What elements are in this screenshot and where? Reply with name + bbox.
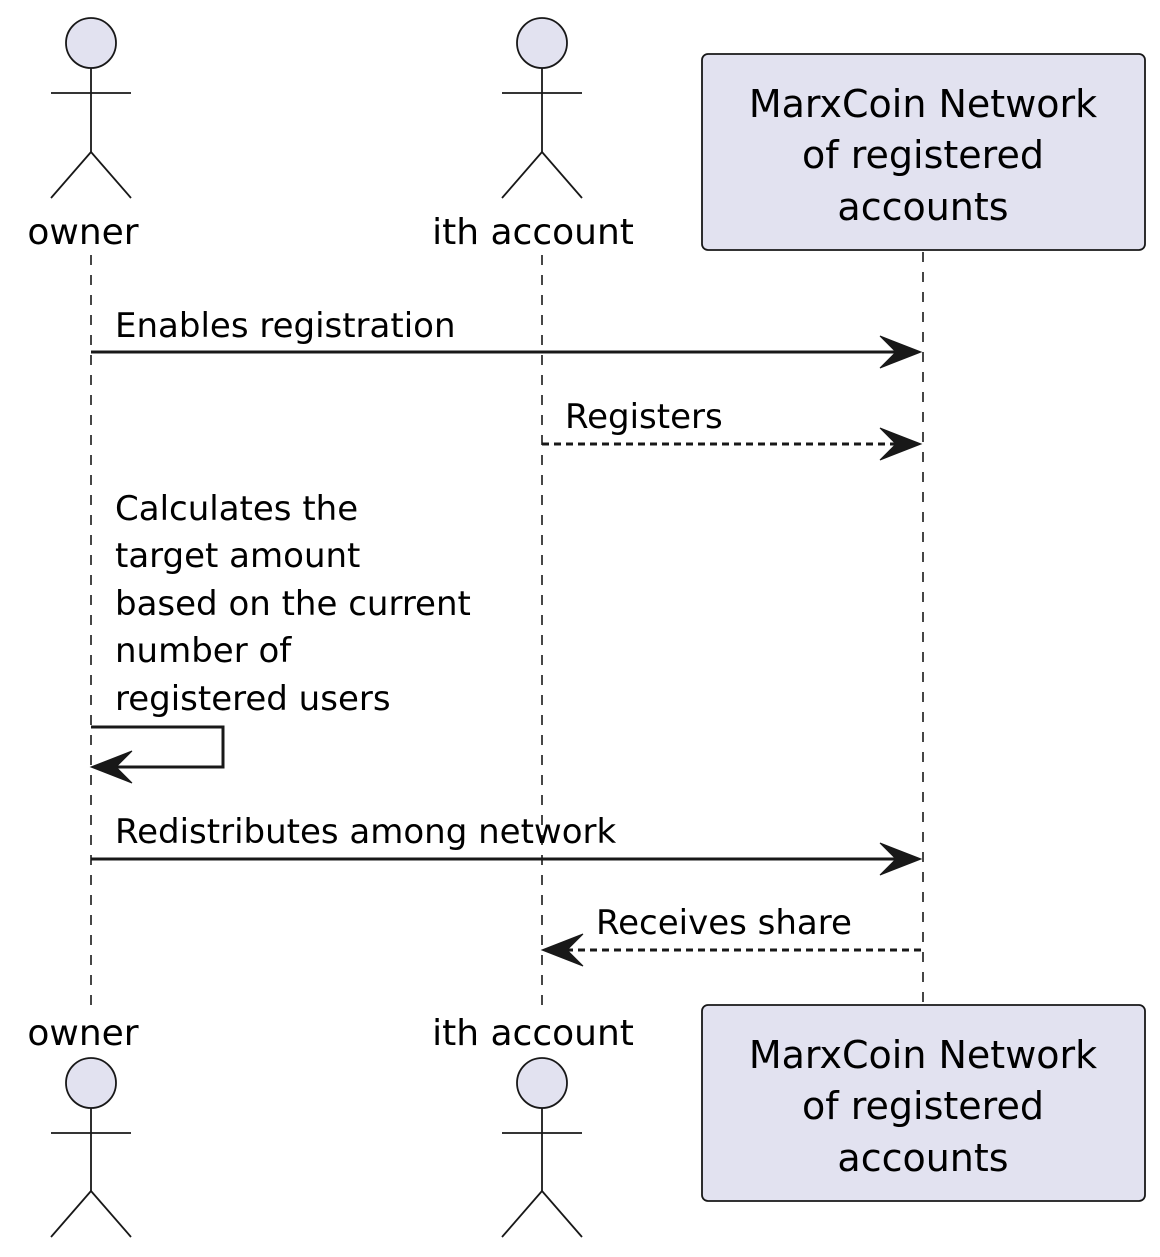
message-registers: Registers <box>542 397 923 461</box>
owner-actor-top: owner <box>27 17 139 253</box>
owner-head-icon <box>65 1057 117 1109</box>
owner-head-icon <box>65 17 117 69</box>
owner-label-top: owner <box>27 212 138 253</box>
message-label: Enables registration <box>115 306 456 346</box>
ith-account-label-bottom: ith account <box>432 1013 634 1054</box>
message-calculates-target: Calculates the target amount based on th… <box>89 489 471 784</box>
network-participant-bottom: MarxCoin Network of registered accounts <box>701 1004 1146 1202</box>
ith-account-actor-top: ith account <box>432 17 634 253</box>
ith-account-head-icon <box>516 17 568 69</box>
arrowhead-icon <box>540 933 584 967</box>
message-label-line-1: Calculates the <box>115 489 358 529</box>
message-label-line-5: registered users <box>115 679 391 719</box>
network-participant-top: MarxCoin Network of registered accounts <box>701 53 1146 251</box>
message-label: Receives share <box>596 903 852 943</box>
ith-account-head-icon <box>516 1057 568 1109</box>
message-label-line-3: based on the current <box>115 584 471 624</box>
message-label: Redistributes among network <box>115 812 616 852</box>
message-redistributes: Redistributes among network <box>91 812 923 876</box>
owner-label-bottom: owner <box>27 1013 138 1054</box>
network-label-top-line-2: of registered <box>802 133 1044 177</box>
arrowhead-icon <box>879 427 923 461</box>
network-label-top-line-1: MarxCoin Network <box>749 82 1097 126</box>
network-label-bottom-line-1: MarxCoin Network <box>749 1033 1097 1077</box>
owner-actor-bottom: owner <box>27 1013 139 1238</box>
ith-account-label-top: ith account <box>432 212 634 253</box>
message-label-line-2: target amount <box>115 536 360 576</box>
network-box-bottom <box>701 1004 1146 1202</box>
message-label: Registers <box>565 397 723 437</box>
network-label-bottom-line-3: accounts <box>837 1136 1008 1180</box>
network-box-top <box>701 53 1146 251</box>
ith-account-actor-bottom: ith account <box>432 1013 634 1238</box>
arrowhead-icon <box>879 335 923 369</box>
message-receives-share: Receives share <box>540 903 921 967</box>
arrowhead-icon <box>89 750 133 784</box>
arrowhead-icon <box>879 842 923 876</box>
message-enables-registration: Enables registration <box>91 306 923 369</box>
network-label-top-line-3: accounts <box>837 185 1008 229</box>
network-label-bottom-line-2: of registered <box>802 1084 1044 1128</box>
message-label-line-4: number of <box>115 631 292 671</box>
